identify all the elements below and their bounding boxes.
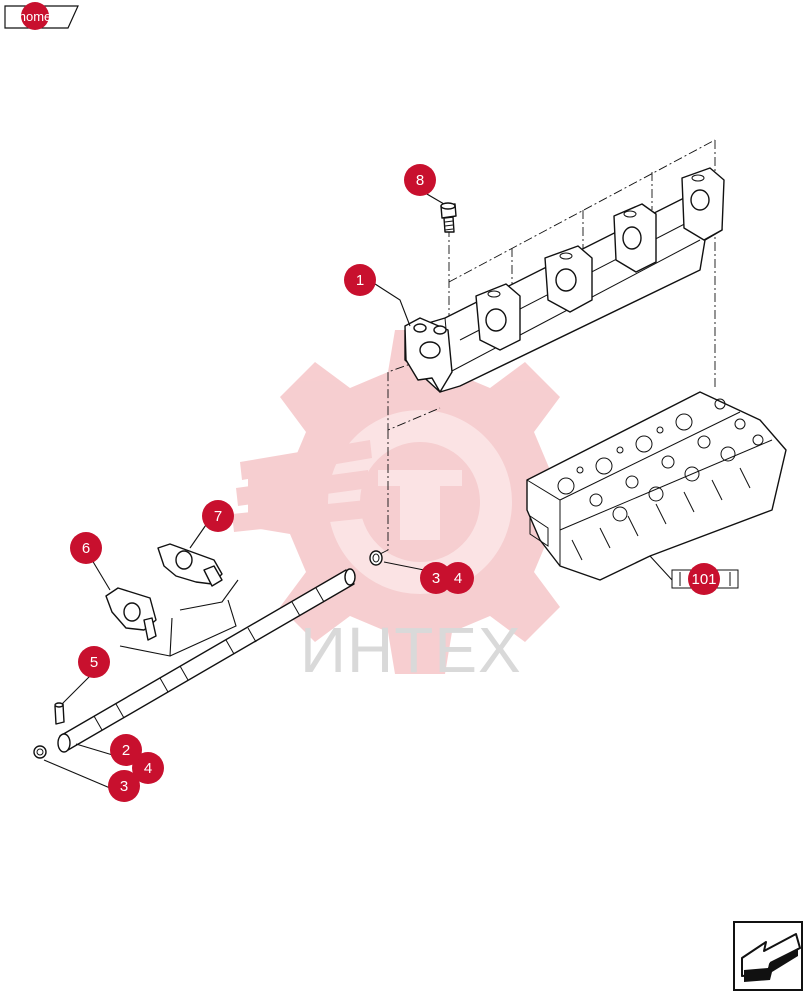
svg-text:8: 8: [416, 172, 424, 189]
svg-text:4: 4: [454, 570, 462, 587]
return-button[interactable]: [733, 921, 803, 991]
svg-text:101: 101: [691, 571, 716, 588]
callout-7[interactable]: 7: [202, 500, 234, 532]
home-badge: [21, 2, 49, 30]
rocker-shaft: [57, 568, 356, 753]
callout-3-upper[interactable]: 3: [420, 562, 452, 594]
watermark-text: ИНТЕХ: [300, 614, 522, 686]
svg-text:1: 1: [356, 272, 364, 289]
head-ports: [557, 398, 764, 522]
home-tab[interactable]: home: [4, 2, 79, 30]
return-arrow-icon: [741, 933, 801, 982]
shaft-end-plug-left: [33, 745, 47, 759]
rocker-arm-7: [157, 543, 223, 587]
callout-4-upper[interactable]: 4: [442, 562, 474, 594]
svg-text:5: 5: [90, 654, 98, 671]
home-label: home: [19, 9, 52, 24]
shaft-end-plug-right: [369, 550, 383, 566]
callout-2[interactable]: 2: [110, 734, 142, 766]
callout-8[interactable]: 8: [404, 164, 436, 196]
rocker-support-bracket: [404, 167, 725, 393]
callout-3-lower[interactable]: 3: [108, 770, 140, 802]
callout-101-reference[interactable]: 101: [671, 563, 739, 595]
callout-5[interactable]: 5: [78, 646, 110, 678]
leader-lines: [43, 189, 690, 789]
svg-text:3: 3: [432, 570, 440, 587]
shaft-locating-pin: [54, 702, 65, 725]
callout-4-lower[interactable]: 4: [132, 752, 164, 784]
bolt: [440, 202, 457, 233]
svg-text:4: 4: [144, 760, 152, 777]
cylinder-head: [526, 391, 787, 581]
callout-6[interactable]: 6: [70, 532, 102, 564]
svg-text:3: 3: [120, 778, 128, 795]
callout-1[interactable]: 1: [344, 264, 376, 296]
svg-text:2: 2: [122, 742, 130, 759]
svg-text:6: 6: [82, 540, 90, 557]
svg-text:7: 7: [214, 508, 222, 525]
rocker-arm-6: [105, 587, 157, 641]
